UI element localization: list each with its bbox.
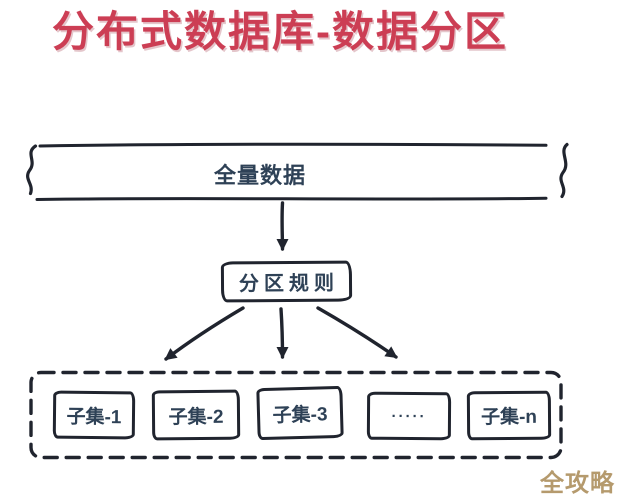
band-bottom-line — [35, 196, 548, 201]
partition-rule-box: 分区规则 — [220, 260, 353, 303]
band-top-line — [38, 142, 548, 148]
arrow-rule-to-subset-middle — [276, 307, 289, 359]
subset-box-n: 子集-n — [466, 390, 552, 441]
band-left-squiggle — [26, 144, 38, 196]
partition-rule-label: 分区规则 — [238, 272, 340, 296]
subset-box-3: 子集-3 — [256, 385, 344, 441]
subset-box-ellipsis: ····· — [366, 391, 452, 441]
page-title: 分布式数据库-数据分区 — [52, 8, 508, 55]
subset-box-1: 子集-1 — [52, 390, 136, 440]
watermark: 全攻略 — [540, 470, 615, 495]
arrow-rule-to-subset-right — [316, 306, 398, 359]
full-data-label: 全量数据 — [213, 163, 306, 188]
subset-box-2: 子集-2 — [151, 389, 241, 441]
band-right-squiggle — [559, 142, 569, 199]
partitions-container-border — [29, 370, 563, 460]
arrow-rule-to-subset-left — [164, 306, 245, 361]
